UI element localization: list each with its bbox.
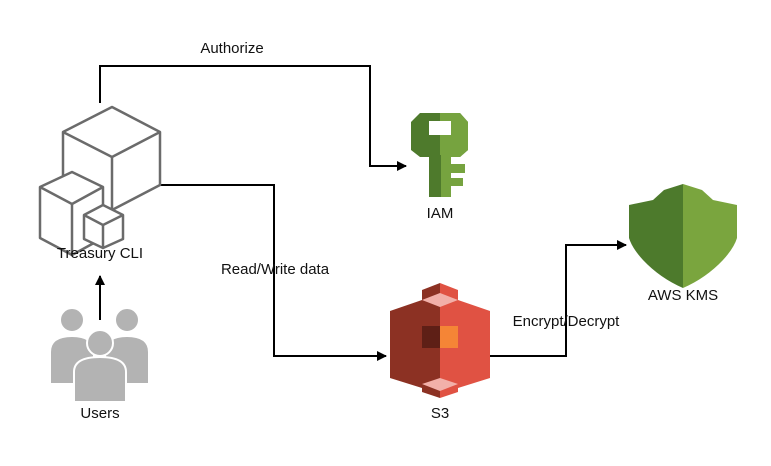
- cubes-icon: [38, 105, 162, 257]
- encrypt-decrypt-connector: [490, 240, 627, 357]
- shield-icon: [629, 184, 737, 288]
- authorize-edge-label: Authorize: [200, 40, 264, 57]
- treasury-cli-label: Treasury CLI: [56, 245, 144, 262]
- read-write-edge-label: Read/Write data: [220, 261, 330, 278]
- authorize-connector: [99, 65, 407, 171]
- aws-kms-label: AWS KMS: [647, 287, 719, 304]
- bucket-icon: [390, 283, 490, 398]
- s3-label: S3: [430, 405, 450, 422]
- users-icon: [49, 307, 150, 403]
- key-icon: [411, 113, 468, 197]
- encrypt-decrypt-edge-label: Encrypt/Decrypt: [512, 313, 620, 330]
- read-write-connector: [160, 184, 387, 361]
- iam-label: IAM: [426, 205, 454, 222]
- users-label: Users: [80, 405, 120, 422]
